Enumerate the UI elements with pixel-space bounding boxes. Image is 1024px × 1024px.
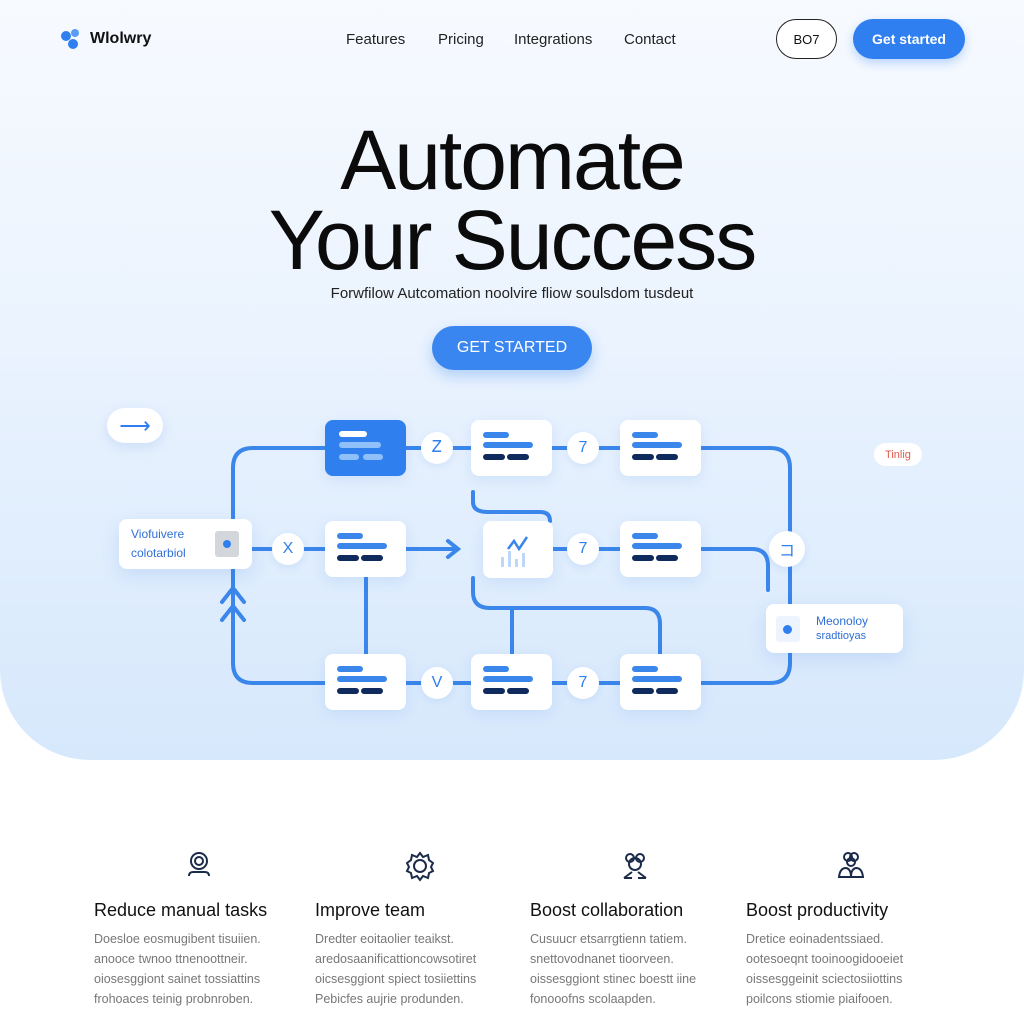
nav-integrations[interactable]: Integrations: [514, 31, 593, 48]
status-dot-icon: [776, 616, 800, 642]
hero-subtitle: Forwfilow Autcomation noolvire fliow sou…: [330, 285, 694, 302]
brand-logo[interactable]: Wlolwry: [60, 28, 151, 50]
feature-text: Dredter eoitaolier teaikst.aredosaanific…: [315, 932, 477, 1006]
connector-node[interactable]: 7: [567, 533, 599, 565]
secondary-button[interactable]: BO7: [776, 19, 837, 59]
arrow-right-icon[interactable]: ⟶: [107, 408, 163, 443]
connector-node[interactable]: V: [421, 667, 453, 699]
connector-node[interactable]: X: [272, 533, 304, 565]
feature-title: Boost collaboration: [530, 900, 684, 920]
label-line: sradtioyas: [816, 630, 867, 642]
nav-pricing[interactable]: Pricing: [438, 31, 484, 48]
gear-icon: [315, 850, 525, 882]
get-started-button[interactable]: Get started: [853, 19, 965, 59]
feature-card: Improve team Dredter eoitaolier teaikst.…: [315, 850, 525, 1009]
feature-card: Boost productivity Dretice eoinadentssia…: [746, 850, 956, 1009]
feature-title: Boost productivity: [746, 900, 889, 920]
workflow-target-label[interactable]: Meonoloy sradtioyas: [766, 604, 903, 653]
label-line: Viofuivere: [131, 527, 185, 541]
team-icon: [530, 850, 740, 880]
connector-node[interactable]: コ: [769, 531, 805, 567]
chart-node[interactable]: [483, 521, 553, 578]
tag-badge: Tinlig: [874, 443, 922, 466]
feature-text: Doesloe eosmugibent tisuiien.anooce twno…: [94, 932, 261, 1006]
feature-title: Reduce manual tasks: [94, 900, 268, 920]
workflow-node[interactable]: [620, 654, 701, 710]
feature-title: Improve team: [315, 900, 426, 920]
cta-button[interactable]: GET STARTED: [432, 326, 592, 370]
workflow-node[interactable]: [471, 654, 552, 710]
feature-card: Reduce manual tasks Doesloe eosmugibent …: [94, 850, 304, 1009]
group-icon: [746, 850, 956, 880]
feature-card: Boost collaboration Cusuucr etsarrgtienn…: [530, 850, 740, 1009]
hero-title-line2: Your Success: [268, 193, 758, 287]
nav-contact[interactable]: Contact: [624, 31, 676, 48]
logo-icon: [61, 29, 79, 49]
status-square-icon: [215, 531, 239, 557]
label-line: colotarbiol: [131, 546, 186, 560]
workflow-source-label[interactable]: Viofuivere colotarbiol: [119, 519, 252, 569]
workflow-node[interactable]: [325, 654, 406, 710]
workflow-node[interactable]: [620, 521, 701, 577]
workflow-node[interactable]: [325, 420, 406, 476]
user-circle-icon: [94, 850, 304, 880]
connector-node[interactable]: 7: [567, 432, 599, 464]
workflow-node[interactable]: [325, 521, 406, 577]
feature-text: Dretice eoinadentssiaed.ootesoeqnt tooin…: [746, 932, 904, 1006]
workflow-node[interactable]: [620, 420, 701, 476]
hero-title-line1: Automate: [340, 113, 686, 207]
feature-text: Cusuucr etsarrgtienn tatiem.snettovodnan…: [530, 932, 697, 1006]
connector-node[interactable]: 7: [567, 667, 599, 699]
connector-node[interactable]: Ꮓ: [421, 432, 453, 464]
workflow-node[interactable]: [471, 420, 552, 476]
nav-features[interactable]: Features: [346, 31, 406, 48]
label-line: Meonoloy: [816, 614, 869, 628]
chart-icon: [501, 536, 529, 567]
brand-name: Wlolwry: [90, 30, 152, 47]
